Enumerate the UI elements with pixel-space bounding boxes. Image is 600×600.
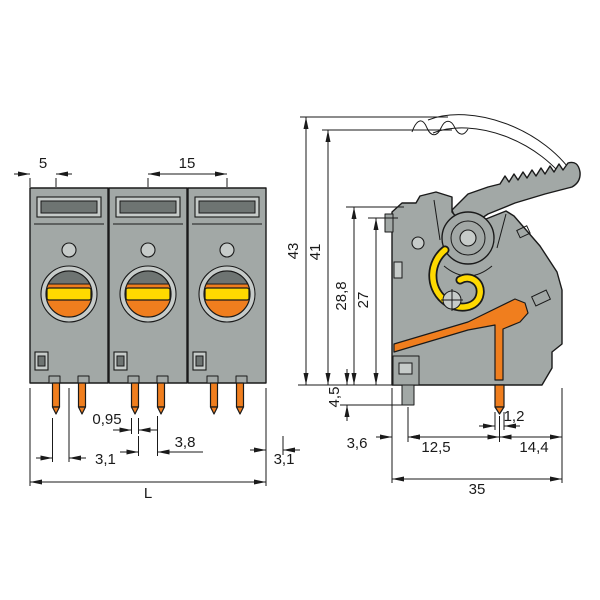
marking-field	[516, 225, 531, 239]
current-bar	[393, 298, 529, 381]
front-view	[29, 187, 267, 415]
terminal-unit-3	[187, 187, 267, 415]
dim-label-pin-to-edge: 14,4	[519, 439, 548, 456]
mounting-tab	[384, 213, 394, 233]
dim-label-pin-gap: 3,8	[175, 434, 196, 451]
dim-label-pitch: 15	[179, 155, 196, 172]
clamp-spring	[428, 245, 485, 312]
dim-label-peg-offset: 3,6	[347, 435, 368, 452]
dim-label-edge-to-pin: 5	[39, 155, 47, 172]
operating-lever	[451, 161, 581, 227]
break-line	[411, 120, 469, 136]
screw-detail	[411, 236, 425, 250]
dim-label-rear-offset: 3,1	[274, 451, 295, 468]
dim-label-pin-thickness: 0,95	[92, 411, 121, 428]
dim-label-pin-offset: 3,1	[95, 451, 116, 468]
dim-label-pin-width: 1,2	[504, 408, 525, 425]
dim-label-pin-length: 4,5	[326, 387, 343, 408]
solder-pin-side	[494, 384, 505, 415]
dim-label-length: L	[144, 485, 152, 502]
side-view	[384, 114, 581, 415]
clamping-point-marker	[441, 289, 463, 311]
dim-label-pin-spacing: 12,5	[421, 439, 450, 456]
dim-label-height-lever: 41	[307, 244, 324, 261]
dim-label-height-body: 27	[355, 292, 372, 309]
dim-label-depth: 35	[469, 481, 486, 498]
marking-field	[530, 289, 552, 307]
terminal-unit-1	[29, 187, 109, 415]
dim-label-height-clamp: 28,8	[333, 281, 350, 310]
terminal-unit-2	[108, 187, 188, 415]
fixing-peg	[401, 384, 415, 406]
dim-label-height-open: 43	[285, 243, 302, 260]
front-view-dimensions: 5 15 0,95 3,8 3,1 L 3,1	[14, 155, 300, 502]
side-view-dimensions: 43 41 28,8 27 4,5 3,6 12,5 1,2 14,4	[285, 116, 563, 498]
lever-swing-arc	[427, 114, 578, 181]
